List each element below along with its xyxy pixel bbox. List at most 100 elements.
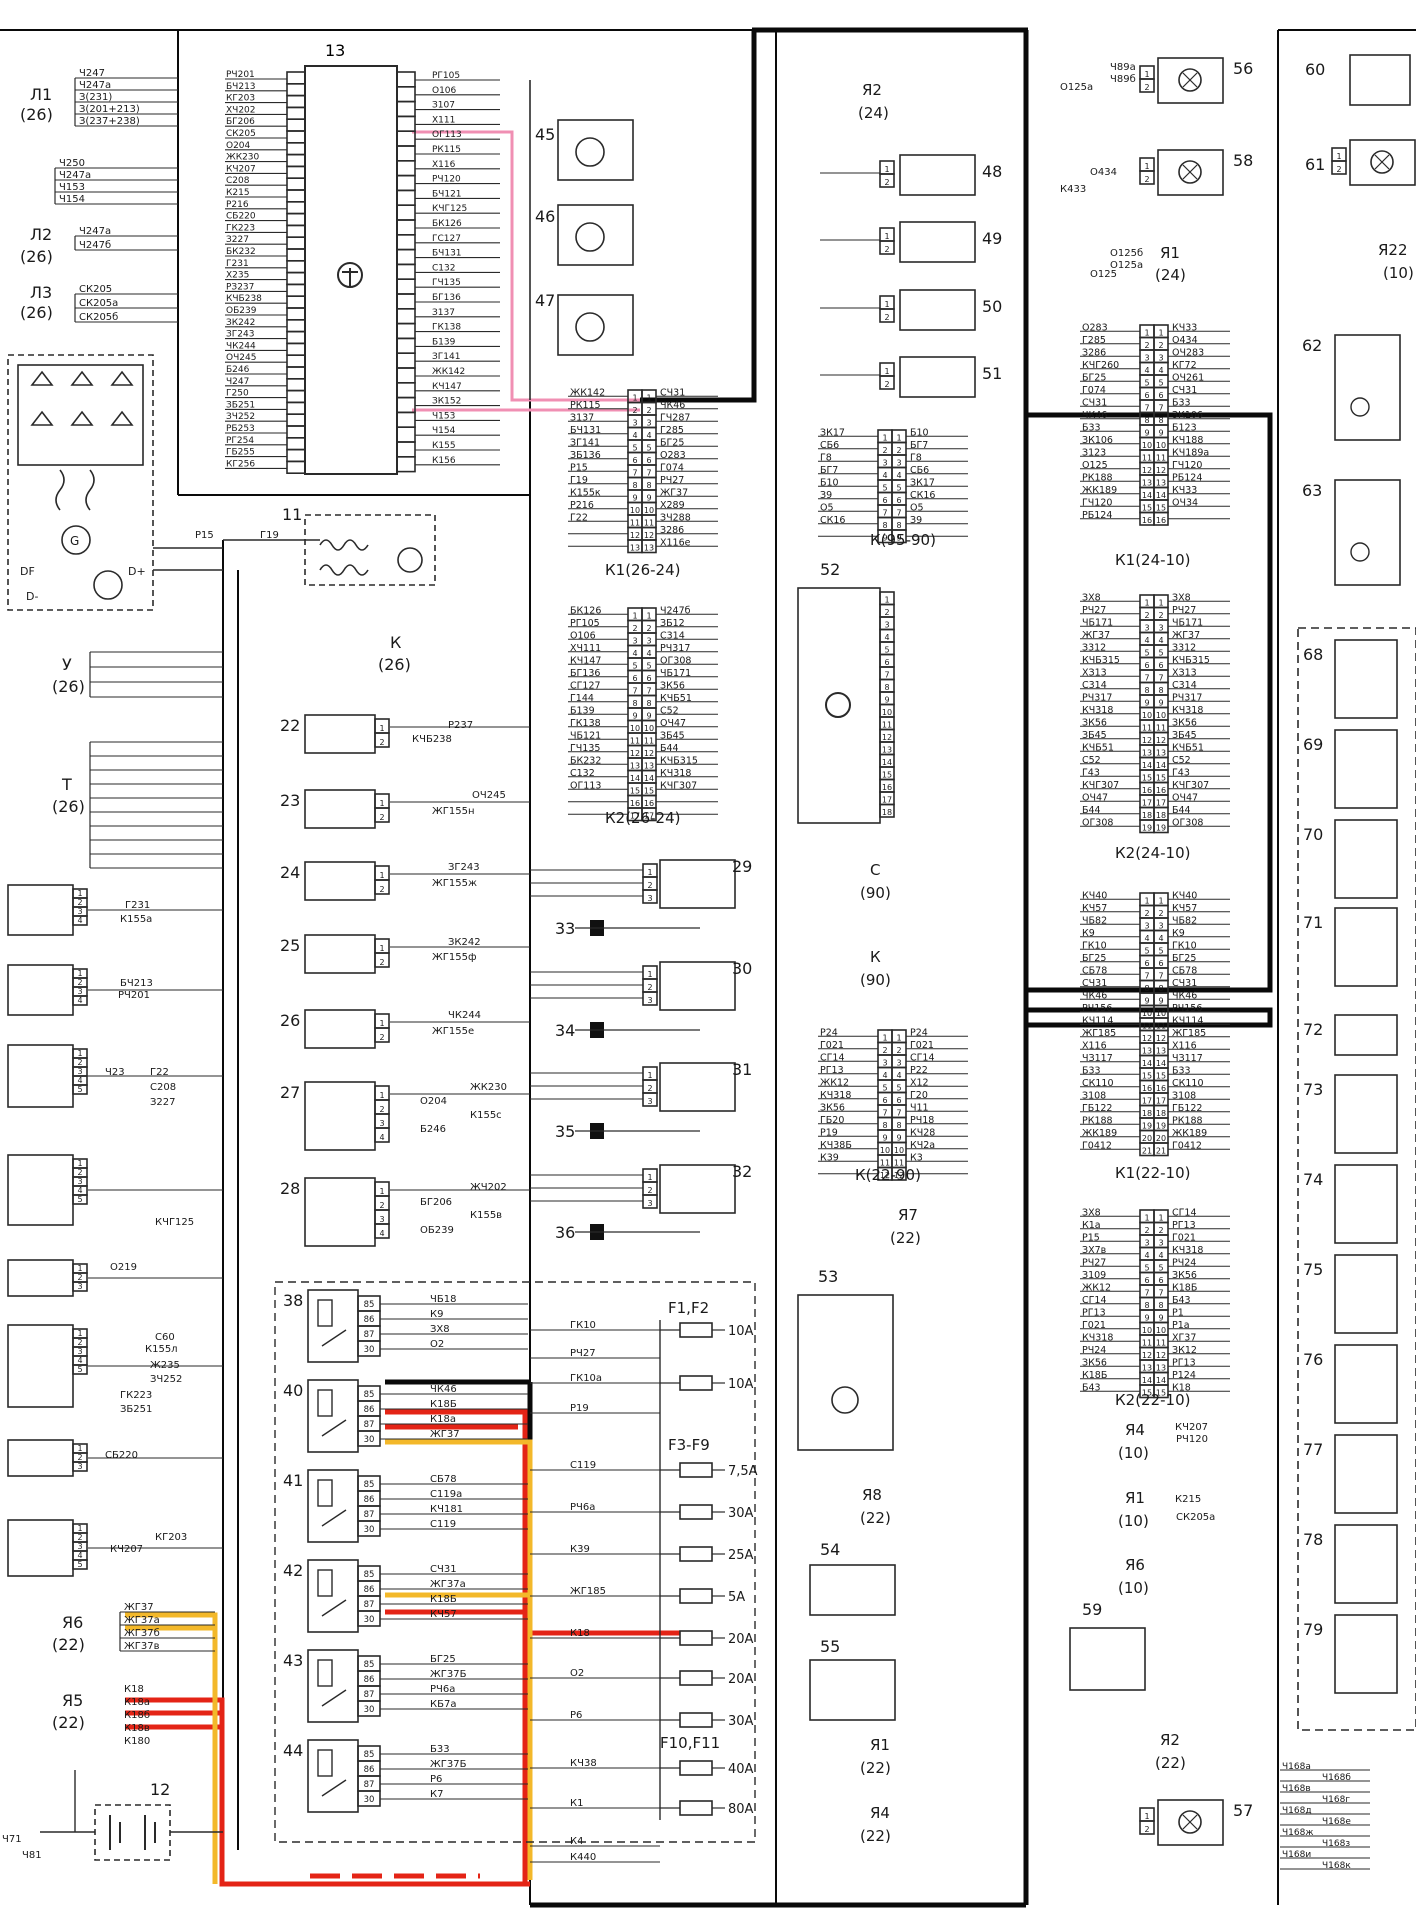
wire-label: Ч89б [1110, 74, 1136, 85]
wire-label: БЧ213 [120, 978, 153, 989]
wire-label: Б246 [420, 1124, 446, 1135]
connector-wire: РЧ27 [660, 475, 684, 486]
pin-number: 13 [1142, 749, 1152, 758]
relay-pin-number: 87 [364, 1780, 375, 1790]
block-48 [899, 154, 976, 196]
connector-wire: ЧБ171 [660, 668, 691, 679]
block-13-left-wire: ЖК230 [226, 153, 260, 163]
pin-number: 2 [1144, 1226, 1149, 1235]
pin-number: 1 [1158, 599, 1163, 608]
block-13-label: 13 [325, 41, 345, 60]
fuse-rating: 7,5А [728, 1464, 758, 1479]
wire-label: ЖГ37а [124, 1615, 160, 1626]
block-13-right-wire: З107 [432, 101, 455, 111]
pin-number: 18 [1156, 1109, 1166, 1118]
wire-label: К18а [124, 1697, 150, 1708]
pin-number: 1 [632, 612, 637, 621]
pin-number: 3 [884, 621, 889, 630]
connector-wire: СГ14 [1082, 1295, 1107, 1306]
relay-pin-number: 30 [364, 1615, 375, 1625]
connector-wire: Г285 [1082, 335, 1106, 346]
group-t-ref: (26) [52, 797, 85, 816]
pin-number: 1 [896, 1034, 901, 1043]
connector-wire: Г8 [910, 452, 922, 463]
fuse-10: 40А [660, 1760, 754, 1777]
wire-label: Ч168г [1322, 1795, 1350, 1805]
connector-label-ya6-10n: (10) [1118, 1579, 1149, 1597]
connector-wire: КЧ318 [1172, 1245, 1203, 1256]
pin-number: 15 [644, 787, 654, 796]
wire-label: К155а [120, 914, 152, 925]
wire-label: Ж235 [150, 1360, 180, 1371]
pin-number: 10 [1156, 1326, 1166, 1335]
pin-number: 3 [896, 1059, 901, 1068]
relay-wire: ЖГ37а [430, 1579, 466, 1590]
labels-layer: К1(26-24)К2(26-24)К(95-90)К(22-90)С(90)К… [105, 62, 1215, 1845]
pin-number: 15 [1156, 1389, 1166, 1398]
fuse-rating: 10А [728, 1324, 754, 1339]
connector-wire: ОЧ283 [1172, 347, 1204, 358]
pin-number: 15 [1142, 1072, 1152, 1081]
pin-number: 1 [1158, 329, 1163, 338]
connector-label-k1-26-24: К1(26-24) [605, 561, 680, 579]
wire-label: ЖГ37в [124, 1641, 160, 1652]
block-13-left-wire: ХЧ202 [226, 105, 256, 115]
connector-wire: ОГ308 [1172, 817, 1203, 828]
connector-wire: РЧ27 [1082, 1257, 1106, 1268]
connector-wire: ГЧ120 [1172, 460, 1202, 471]
pin-number: 6 [884, 658, 889, 667]
motor-icon [831, 1386, 859, 1414]
wire-label: ЗБ251 [120, 1404, 152, 1415]
pin-number: 3 [1144, 1239, 1149, 1248]
connector-wire: ОЧ261 [1172, 372, 1204, 383]
wire-label: ЧК244 [448, 1010, 481, 1021]
connector-wire: О283 [1082, 322, 1108, 333]
group-t: Т [61, 775, 72, 794]
pin-number: 1 [77, 1524, 82, 1533]
block-13-left-wire: Г250 [226, 389, 249, 399]
connector-wire: ГБ122 [1172, 1103, 1202, 1114]
group-k: К [390, 633, 402, 652]
connector-wire: ЖК189 [1082, 485, 1117, 496]
fuse-input-wire: РЧ6а [570, 1502, 595, 1513]
block-12-label: 12 [150, 1780, 170, 1799]
relay-label: 76 [1303, 1350, 1323, 1369]
group-l3-ref: (26) [20, 303, 53, 322]
pin-number: 5 [882, 1084, 887, 1093]
wire-label: Г22 [150, 1067, 169, 1078]
pin-number: 1 [646, 612, 651, 621]
pin-number: 1 [379, 799, 384, 808]
connector-wire: Г144 [570, 693, 594, 704]
pin-number: 1 [647, 970, 652, 979]
pin-number: 17 [1142, 799, 1152, 808]
pin-number: 1 [77, 1159, 82, 1168]
pin-number: 1 [379, 1187, 384, 1196]
relay-wire: О2 [430, 1339, 444, 1350]
connector-wire: ЧЗ117 [1172, 1053, 1203, 1064]
fuse-4: 30А [660, 1504, 754, 1521]
block-13-left-wire: РБ253 [226, 424, 255, 434]
connector-wire: РЧ156 [1172, 1003, 1202, 1014]
block-13-left-wire: ЗБ251 [226, 400, 255, 410]
wire-label: К155в [470, 1210, 502, 1221]
connector-wire: РЧ27 [1082, 605, 1106, 616]
pin-number: 20 [1142, 1134, 1152, 1143]
connector-wire: СЧ31 [1082, 978, 1107, 989]
fuse-panel: 10А10А7,5А30А25А5А20А20А30А40А80АF1,F2F3… [530, 1299, 758, 1863]
pin-number: 9 [632, 494, 637, 503]
left-wire-fans: Ч247Ч247аЗ(231)З(201+213)З(237+238)Ч250Ч… [2, 68, 223, 1861]
pin-number: 2 [1144, 83, 1149, 92]
connector-wire: С314 [1172, 680, 1197, 691]
block-13-left-wire: КЧБ238 [226, 294, 262, 304]
pin-number: 21 [1142, 1147, 1152, 1156]
pin-number: 12 [880, 1171, 890, 1180]
pin-number: 1 [1158, 897, 1163, 906]
pin-number: 2 [1158, 611, 1163, 620]
pin-number: 20 [1156, 1134, 1166, 1143]
connector-wire: ЗК12 [1172, 1345, 1197, 1356]
block-13-left-pins: РЧ201БЧ213КГ203ХЧ202БГ206СК205О204ЖК230К… [225, 70, 306, 474]
wire-label: Ч71 [2, 1834, 22, 1845]
pin-number: 3 [647, 894, 652, 903]
pin-number: 15 [1142, 774, 1152, 783]
